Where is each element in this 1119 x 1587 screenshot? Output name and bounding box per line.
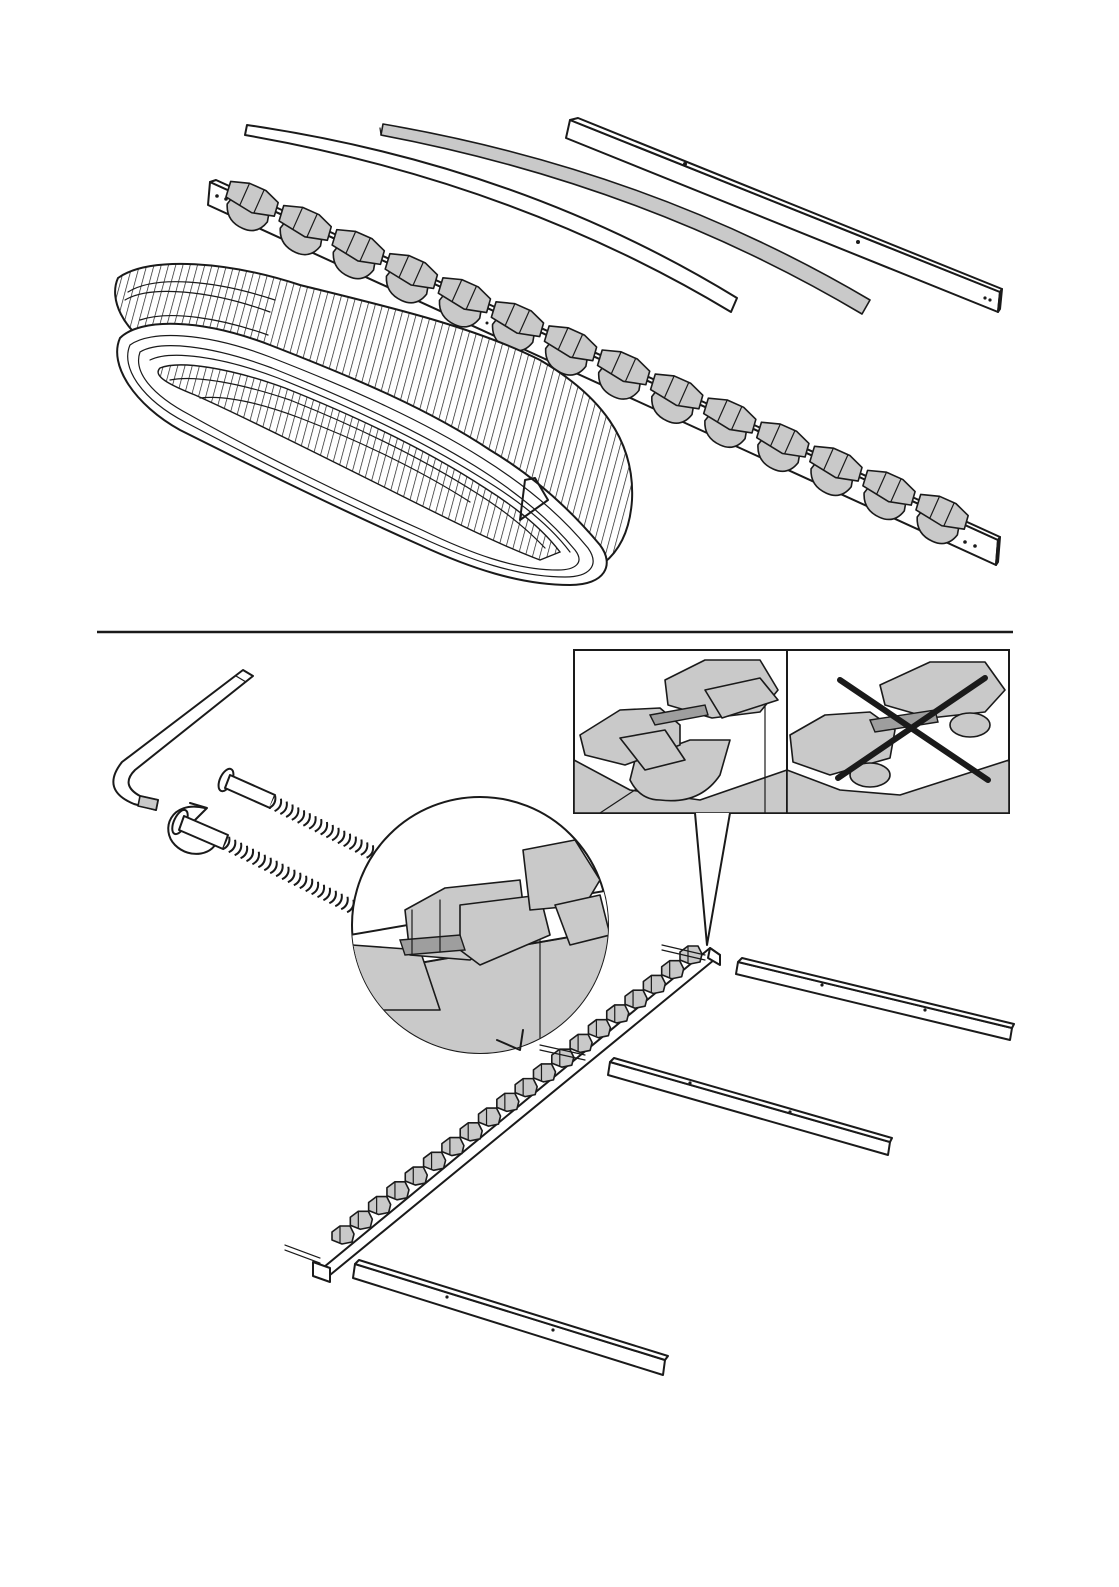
slat-clip bbox=[424, 1152, 446, 1170]
slat-clip bbox=[479, 1108, 501, 1126]
slat-clip bbox=[515, 1079, 537, 1097]
screw bbox=[169, 808, 380, 928]
detail-correct bbox=[574, 650, 787, 813]
slat-clip bbox=[662, 961, 684, 979]
side-rail bbox=[566, 118, 1002, 312]
slat-clip bbox=[350, 1211, 372, 1229]
slat-clip bbox=[625, 990, 647, 1008]
slat-clip bbox=[369, 1197, 391, 1215]
slat-clip bbox=[442, 1138, 464, 1156]
slat-clip bbox=[332, 1226, 354, 1244]
cross-rail bbox=[608, 1058, 892, 1155]
callout-pointer bbox=[695, 813, 730, 945]
slat-clip bbox=[460, 1123, 482, 1141]
parts-overview-panel bbox=[115, 118, 1002, 585]
slat-clip bbox=[643, 975, 665, 993]
cross-rail bbox=[736, 958, 1014, 1040]
slat-clip bbox=[588, 1020, 610, 1038]
slat-clip bbox=[405, 1167, 427, 1185]
detail-incorrect bbox=[787, 650, 1009, 813]
slat-clip bbox=[533, 1064, 555, 1082]
zoom-detail bbox=[350, 797, 610, 1060]
slat-clip bbox=[570, 1034, 592, 1052]
slat-clip bbox=[497, 1093, 519, 1111]
rolled-slat-belt bbox=[115, 264, 632, 585]
cross-rail bbox=[353, 1260, 668, 1375]
slat-clip bbox=[607, 1005, 629, 1023]
assembly-step-panel bbox=[113, 650, 1014, 1375]
slat-clip bbox=[387, 1182, 409, 1200]
